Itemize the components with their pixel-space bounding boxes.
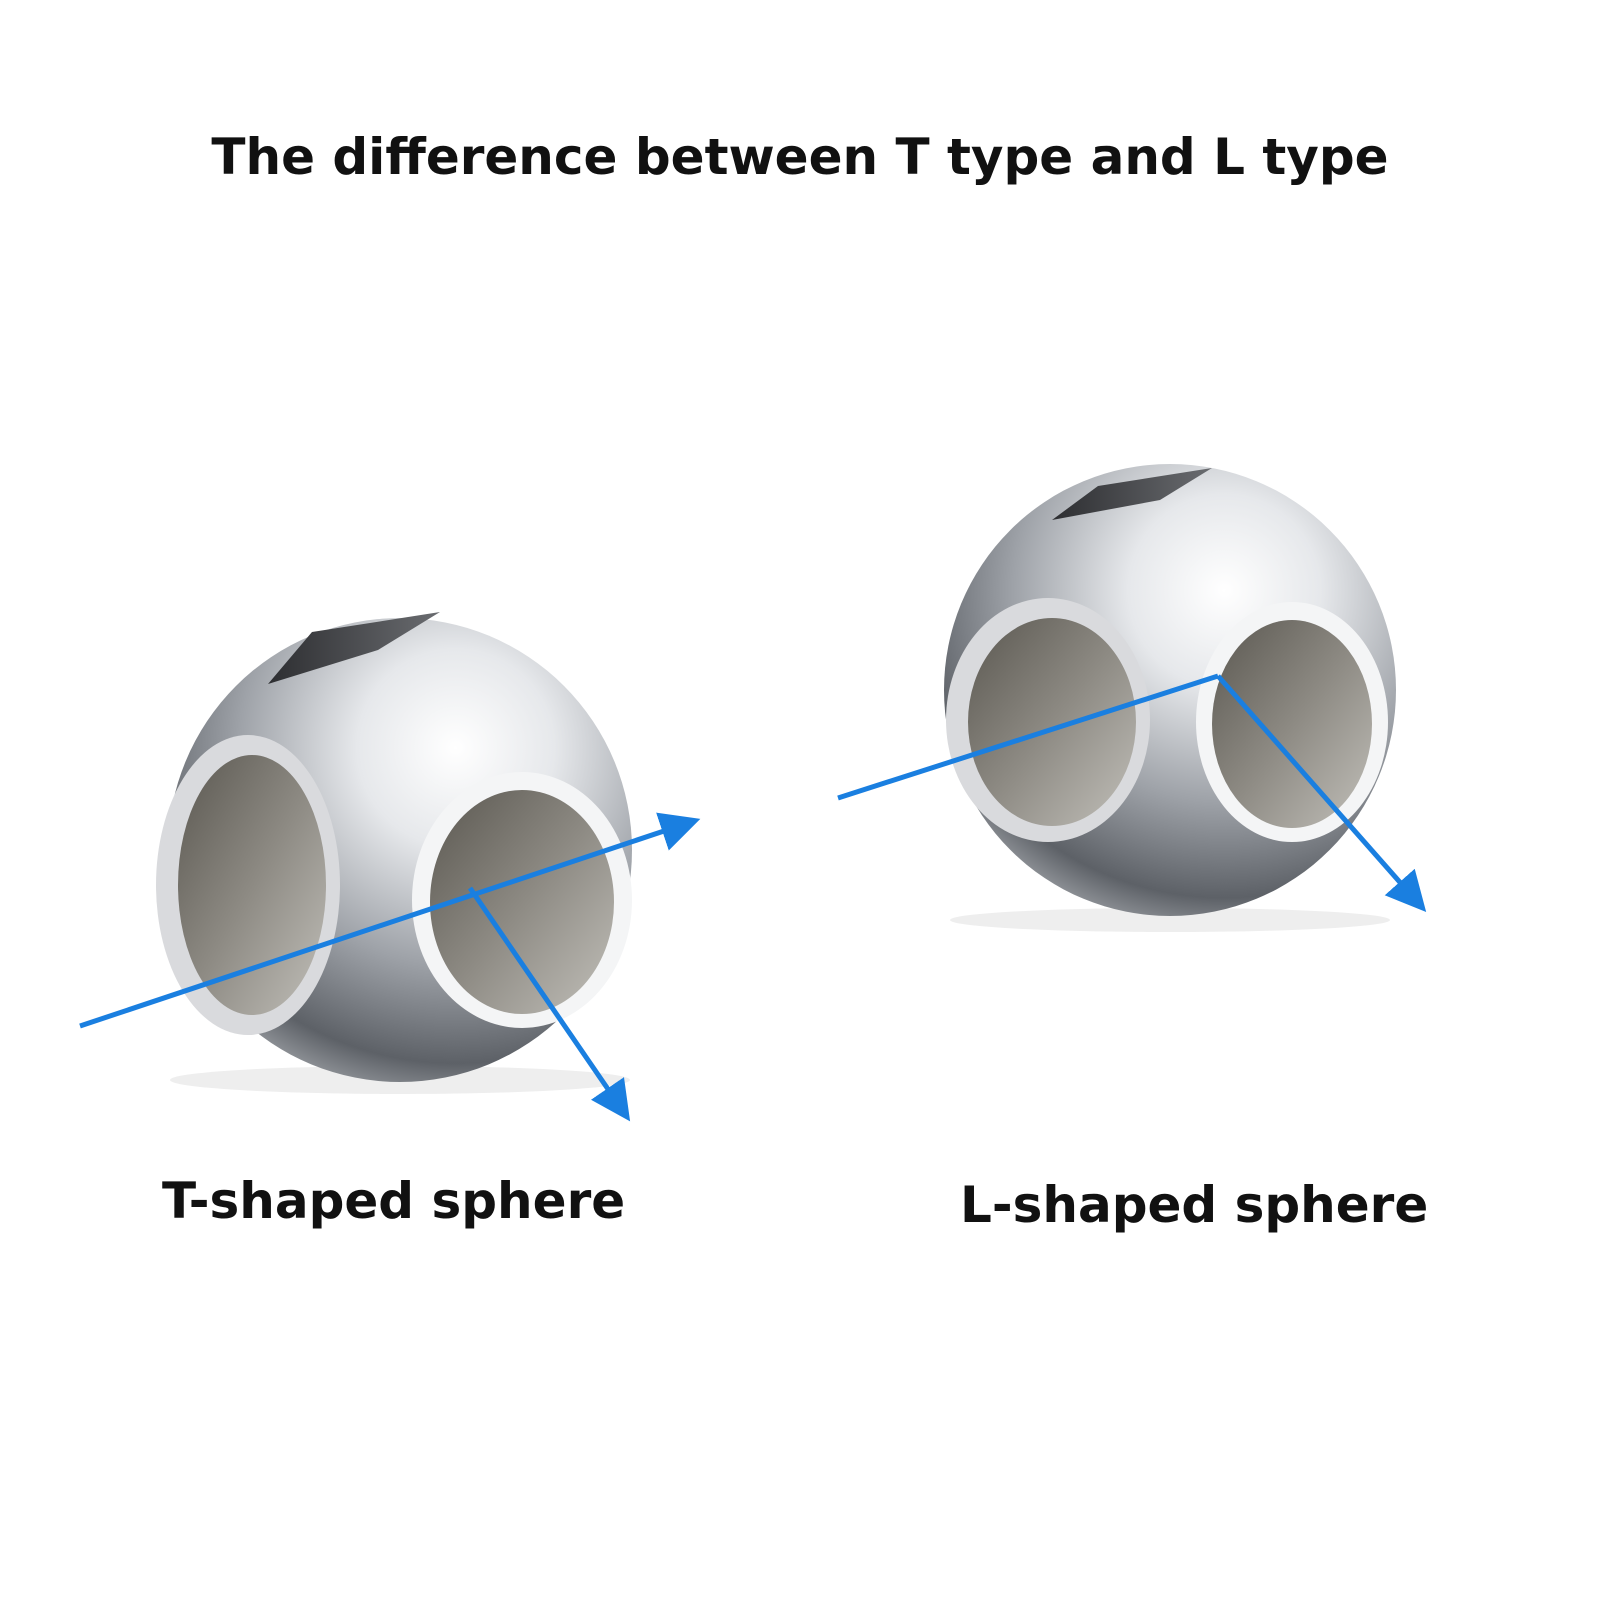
t-sphere-top-flat xyxy=(268,612,440,684)
t-shaped-sphere-label: T-shaped sphere xyxy=(162,1172,626,1230)
diagram-title: The difference between T type and L type xyxy=(211,128,1389,186)
l-sphere-shadow xyxy=(950,908,1390,932)
l-sphere-front-bore-inner xyxy=(968,618,1136,826)
l-shaped-sphere xyxy=(837,464,1427,932)
l-sphere-top-flat xyxy=(1052,468,1212,520)
t-flow-arrow-straight xyxy=(79,812,701,1029)
t-flow-arrow-branch xyxy=(467,886,631,1122)
t-sphere-side-bore-inner xyxy=(430,790,614,1014)
l-sphere-side-bore-inner xyxy=(1212,620,1372,828)
l-flow-arrow-out xyxy=(1216,674,1427,912)
l-flow-arrow-in xyxy=(837,673,1219,801)
l-shaped-sphere-label: L-shaped sphere xyxy=(960,1176,1429,1234)
t-shaped-sphere xyxy=(79,612,701,1122)
t-sphere-front-bore-inner xyxy=(178,755,326,1015)
